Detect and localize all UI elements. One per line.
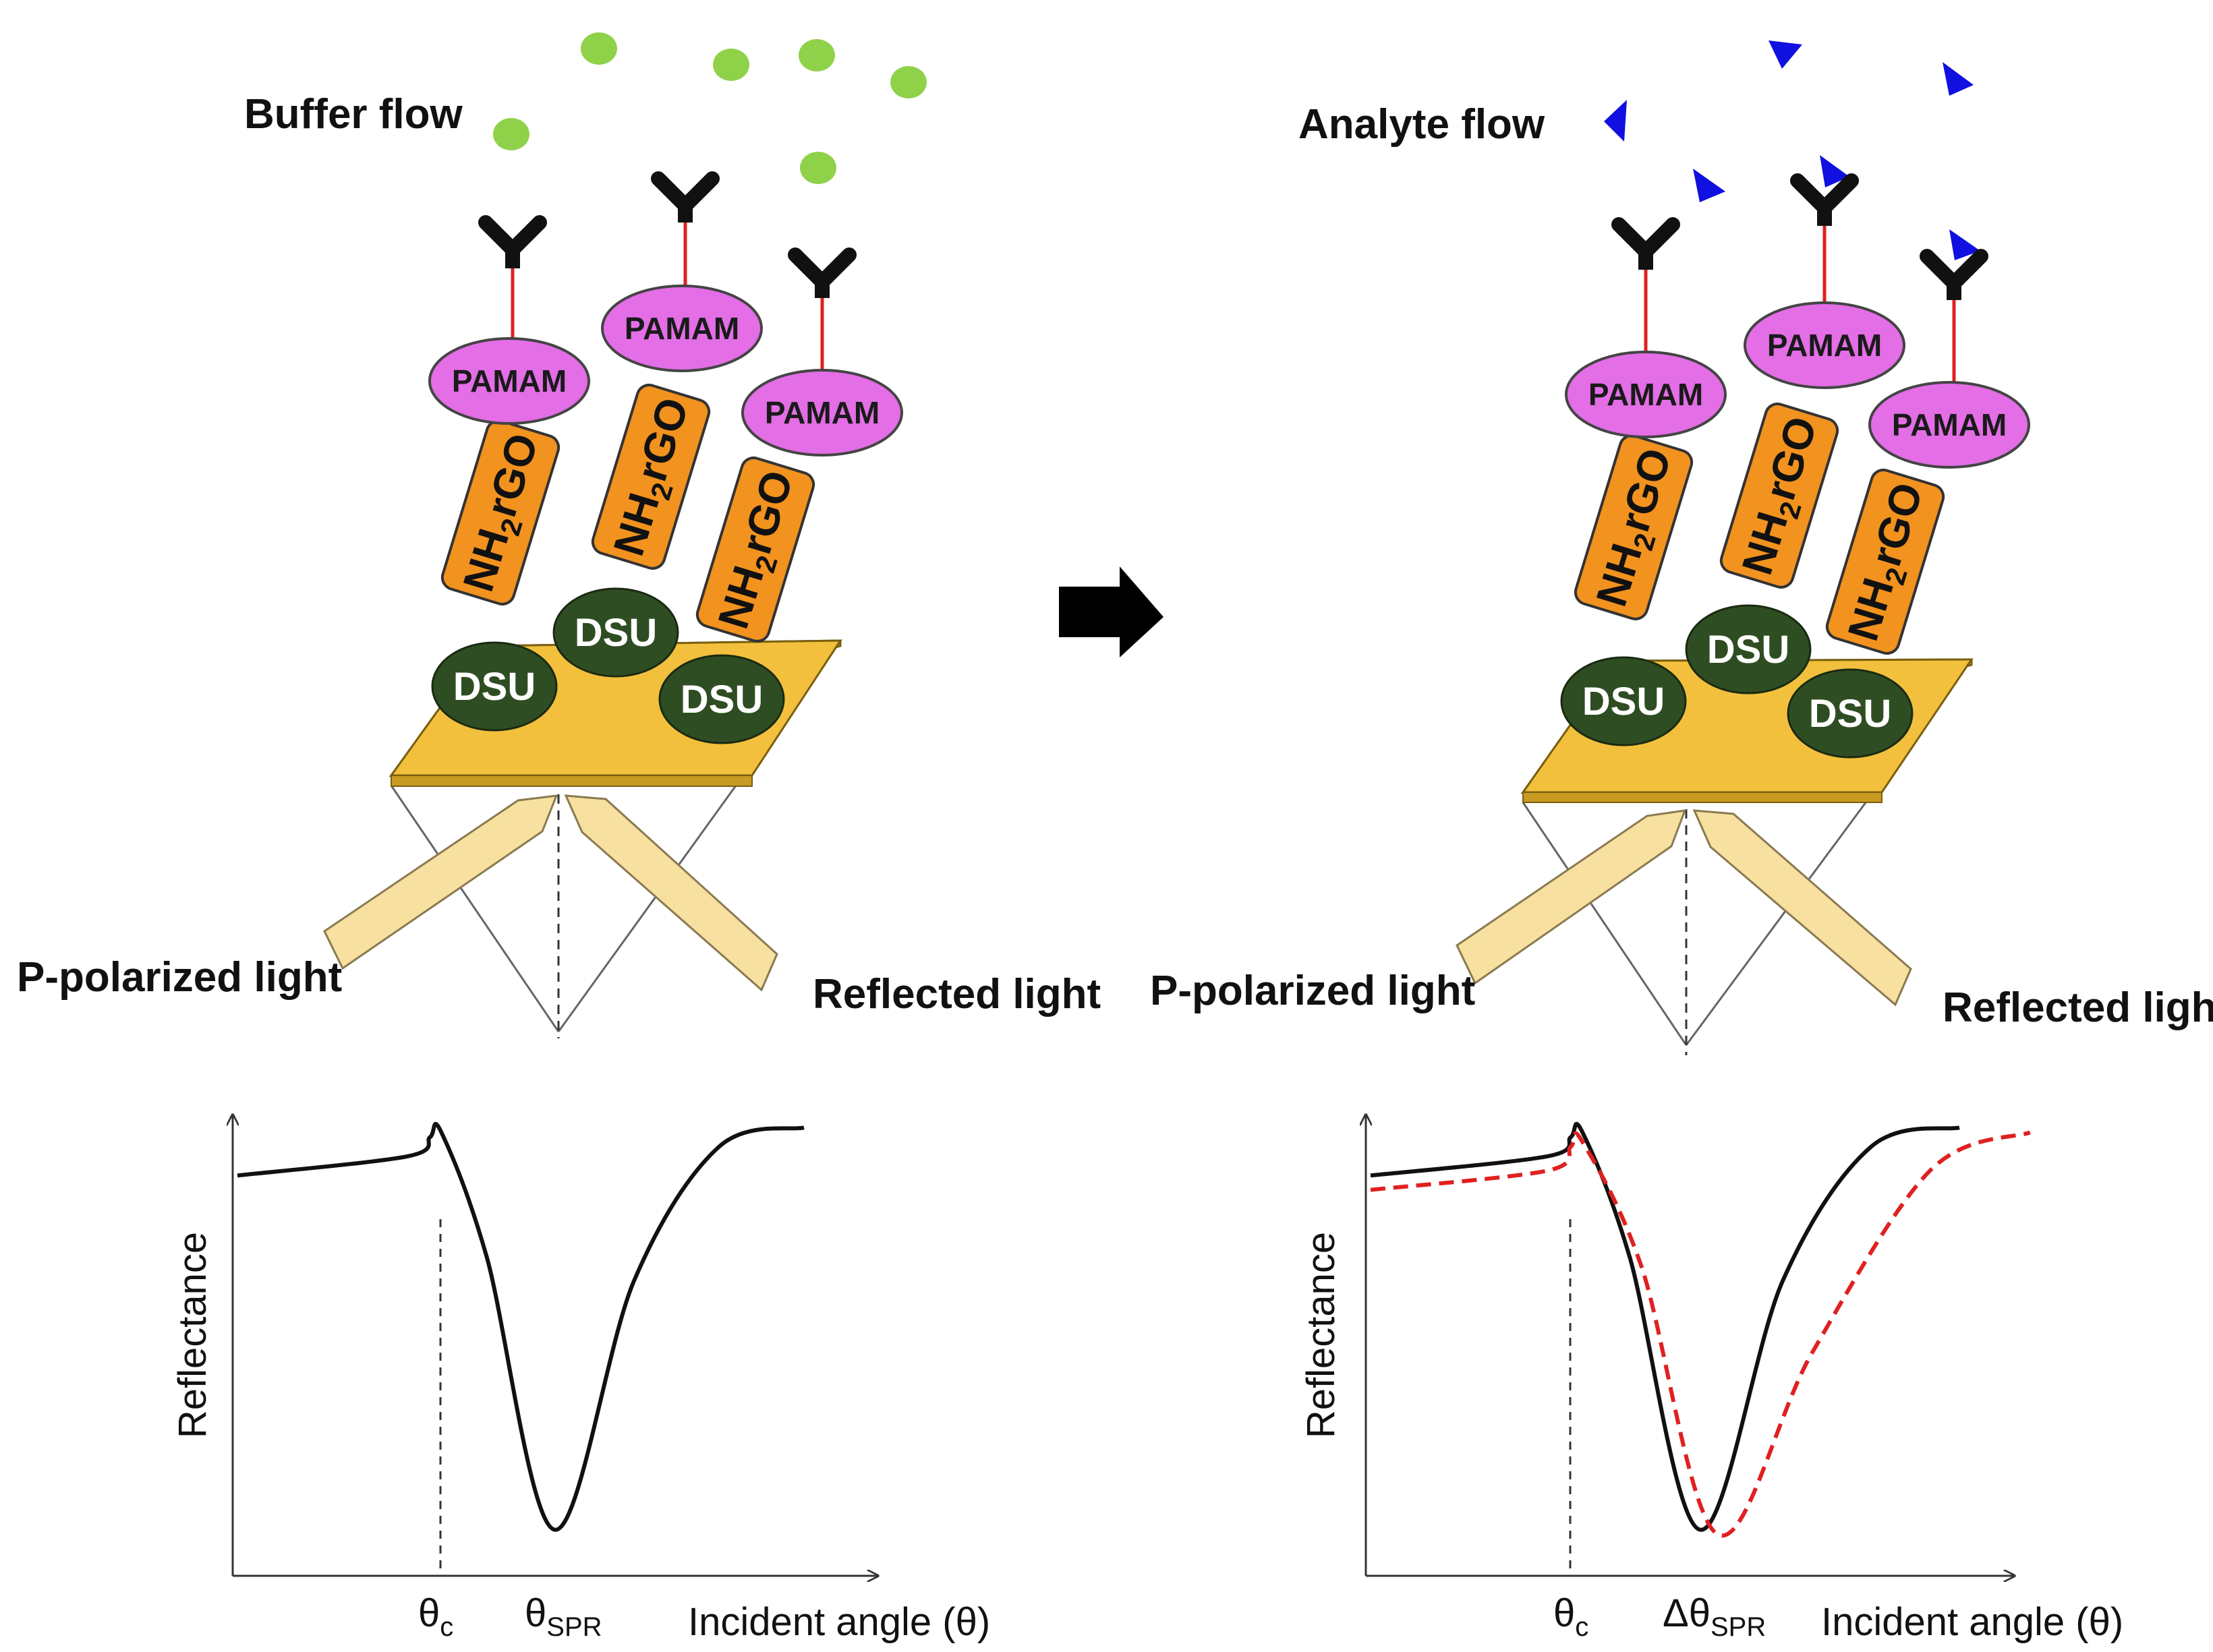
left-panel: Buffer flow	[17, 32, 1101, 1038]
right-panel: Analyte flow	[1150, 40, 2213, 1055]
analyte-particle	[1693, 169, 1725, 202]
receptor-stack: NH2rGO PAMAM DSU	[1685, 173, 1905, 695]
reflectance-curve-baseline	[1370, 1121, 1960, 1532]
dsu-node	[1560, 656, 1687, 746]
buffer-particles	[493, 32, 927, 184]
series-layer	[237, 1121, 805, 1532]
pamam-node	[1744, 301, 1905, 389]
pamam-node	[1868, 381, 2030, 469]
reflected-beam	[1692, 809, 1912, 1007]
analyte-flow-label: Analyte flow	[1298, 101, 1545, 148]
pamam-node	[741, 369, 903, 456]
nh2rgo-linker: NH2rGO	[695, 456, 815, 643]
pamam-label: PAMAM	[452, 363, 567, 399]
analyte-particle	[1769, 40, 1802, 69]
pamam-label: PAMAM	[765, 395, 880, 430]
buffer-flow-label: Buffer flow	[244, 91, 463, 138]
reflected-beam	[564, 794, 778, 992]
reflectance-curve-shifted	[1370, 1130, 2031, 1538]
prism-edge	[1522, 802, 1688, 1046]
antibody-icon	[1790, 173, 1859, 226]
reflected-light-label: Reflected light	[813, 971, 1101, 1017]
right-arrow-icon	[1059, 566, 1163, 657]
buffer-particle	[581, 32, 617, 65]
y-axis-label: Reflectance	[1299, 1232, 1343, 1438]
pamam-node	[601, 285, 763, 372]
buffer-particle	[890, 66, 927, 98]
dsu-label: DSU	[453, 665, 536, 709]
buffer-particle	[493, 118, 529, 150]
reflectance-curve-baseline	[237, 1121, 805, 1532]
receptor-stack: NH2rGO PAMAM DSU	[658, 247, 903, 744]
prism-edge	[390, 785, 560, 1032]
dsu-label: DSU	[681, 678, 763, 721]
receptor-stack: NH2rGO PAMAM DSU	[1560, 217, 1727, 746]
antibody-icon	[1611, 217, 1680, 270]
dsu-label: DSU	[1582, 680, 1665, 724]
nh2rgo-linker: NH2rGO	[591, 384, 711, 570]
antibody-icon	[788, 247, 857, 298]
nh2rgo-linker: NH2rGO	[1574, 434, 1694, 620]
dsu-node	[552, 587, 679, 678]
dsu-node	[431, 641, 558, 732]
analyte-particles	[1604, 40, 1980, 260]
pamam-label: PAMAM	[1588, 377, 1703, 412]
buffer-particle	[713, 49, 749, 81]
analyte-particle	[1943, 62, 1974, 96]
analyte-particle	[1820, 155, 1849, 187]
incident-beam	[1456, 809, 1687, 985]
nh2rgo-linker: NH2rGO	[1825, 469, 1945, 655]
reflected-light-label: Reflected light	[1943, 984, 2213, 1031]
pamam-node	[1565, 351, 1727, 438]
pamam-label: PAMAM	[1767, 328, 1882, 363]
nh2rgo-linker: NH2rGO	[1719, 403, 1839, 589]
buffer-particle	[799, 39, 835, 71]
x-tick-label: ΔθSPR	[1663, 1591, 1766, 1642]
x-tick-label: θc	[418, 1591, 453, 1642]
right-reflectance-chart: Reflectance Incident angle (θ) θc ΔθSPR	[1299, 1116, 2123, 1644]
y-axis-label: Reflectance	[171, 1232, 214, 1438]
incident-light-label: P-polarized light	[1150, 968, 1475, 1014]
dsu-node	[1787, 668, 1914, 759]
x-axis-label: Incident angle (θ)	[688, 1600, 990, 1644]
pamam-label: PAMAM	[625, 311, 739, 346]
incident-beam	[323, 794, 558, 970]
receptor-stack: NH2rGO PAMAM DSU	[552, 171, 763, 678]
analyte-particle	[1604, 100, 1627, 142]
nh2rgo-linker: NH2rGO	[440, 419, 561, 606]
receptor-stack: NH2rGO PAMAM DSU	[1787, 249, 2030, 759]
antibody-icon	[651, 171, 720, 223]
dsu-label: DSU	[1809, 692, 1891, 736]
dsu-node	[1685, 604, 1812, 695]
analyte-particle	[1949, 229, 1980, 260]
pamam-node	[428, 337, 590, 425]
dsu-label: DSU	[1707, 628, 1789, 672]
x-axis-label: Incident angle (θ)	[1821, 1600, 2123, 1644]
incident-light-label: P-polarized light	[17, 954, 342, 1001]
antibody-icon	[478, 215, 547, 268]
substrate-side	[1522, 792, 1883, 803]
substrate-side	[391, 775, 753, 787]
antibody-icon	[1920, 249, 1988, 300]
buffer-particle	[800, 152, 836, 184]
pamam-label: PAMAM	[1892, 407, 2007, 442]
receptor-stack: NH2rGO PAMAM DSU	[428, 215, 590, 732]
dsu-node	[658, 654, 785, 744]
series-layer	[1370, 1121, 2031, 1538]
dsu-label: DSU	[575, 611, 657, 655]
left-reflectance-chart: Reflectance Incident angle (θ) θc θSPR	[171, 1116, 990, 1644]
x-tick-label: θc	[1553, 1591, 1588, 1642]
x-tick-label: θSPR	[525, 1591, 602, 1642]
